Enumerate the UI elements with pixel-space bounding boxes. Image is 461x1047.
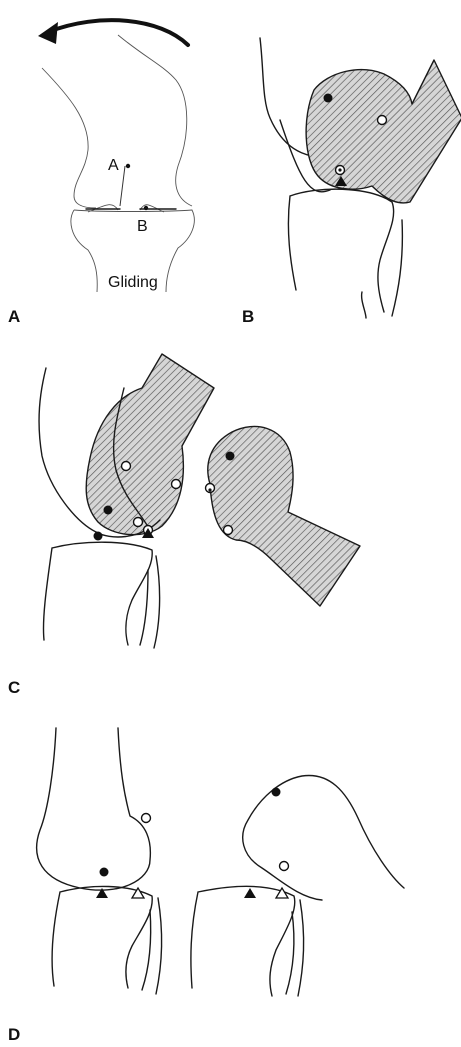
panel-label-c: C	[8, 678, 20, 697]
panel-a: A B Gliding	[38, 20, 194, 292]
point-b-label: B	[137, 218, 148, 235]
femur-outline	[243, 775, 404, 900]
panel-label-a: A	[8, 307, 20, 326]
rotated-condyle	[306, 60, 461, 203]
femur-outline	[37, 728, 151, 890]
panel-b	[260, 38, 461, 318]
tibia-outline	[52, 886, 152, 988]
tibia-outline	[288, 189, 393, 312]
rotation-arrow-icon	[48, 20, 188, 45]
tibia-outline	[71, 210, 97, 292]
panel-label-d: D	[8, 1025, 20, 1044]
femur-outline	[39, 368, 96, 532]
panel-label-b: B	[242, 307, 254, 326]
tibia-outline	[43, 542, 152, 645]
point-a-label: A	[108, 157, 119, 174]
panel-d	[37, 728, 404, 996]
panel-c	[39, 354, 360, 648]
femur-outline	[42, 68, 96, 208]
gliding-caption: Gliding	[108, 274, 158, 291]
tibia-outline	[191, 886, 295, 996]
